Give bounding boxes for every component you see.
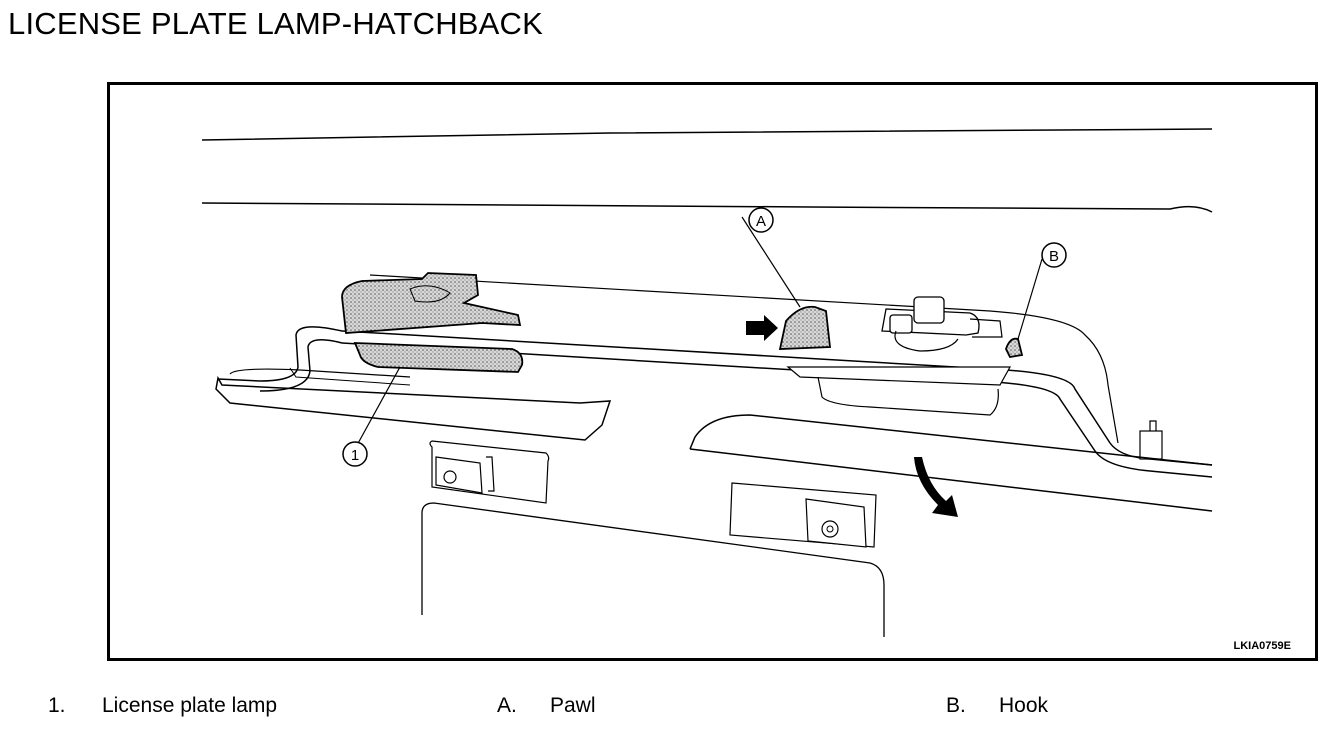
removal-arrow bbox=[914, 457, 958, 517]
pawl bbox=[778, 305, 832, 350]
legend-key: B. bbox=[946, 694, 966, 717]
callout-b-label: B bbox=[1049, 248, 1059, 265]
rail-clip bbox=[1139, 430, 1163, 460]
callout-1 bbox=[342, 441, 368, 467]
left-trim-ledge bbox=[215, 375, 612, 441]
right-trim-edge bbox=[689, 414, 1213, 466]
lamp-lens bbox=[353, 342, 524, 373]
callout-a-label: A bbox=[756, 213, 766, 230]
legend-key: 1. bbox=[48, 694, 66, 717]
callout-b bbox=[1041, 242, 1067, 268]
push-arrow bbox=[746, 315, 778, 341]
legend-label: Hook bbox=[999, 694, 1049, 717]
legend-key: A. bbox=[497, 694, 517, 717]
diagram-frame: A B 1 LKIA0759E bbox=[107, 82, 1318, 661]
hook bbox=[1005, 337, 1024, 358]
body-line-upper bbox=[201, 128, 1213, 141]
callout-1-label: 1 bbox=[351, 447, 359, 464]
license-plate-lamp-diagram: A B 1 bbox=[201, 128, 1213, 637]
license-plate-lamp bbox=[341, 272, 522, 334]
callout-a bbox=[748, 207, 774, 233]
legend-label: License plate lamp bbox=[102, 694, 278, 717]
legend-label: Pawl bbox=[550, 694, 596, 717]
page-title: LICENSE PLATE LAMP-HATCHBACK bbox=[8, 6, 544, 41]
plate-panel bbox=[421, 502, 885, 637]
figure-code: LKIA0759E bbox=[1233, 640, 1291, 652]
body-line-lower bbox=[201, 202, 1213, 213]
